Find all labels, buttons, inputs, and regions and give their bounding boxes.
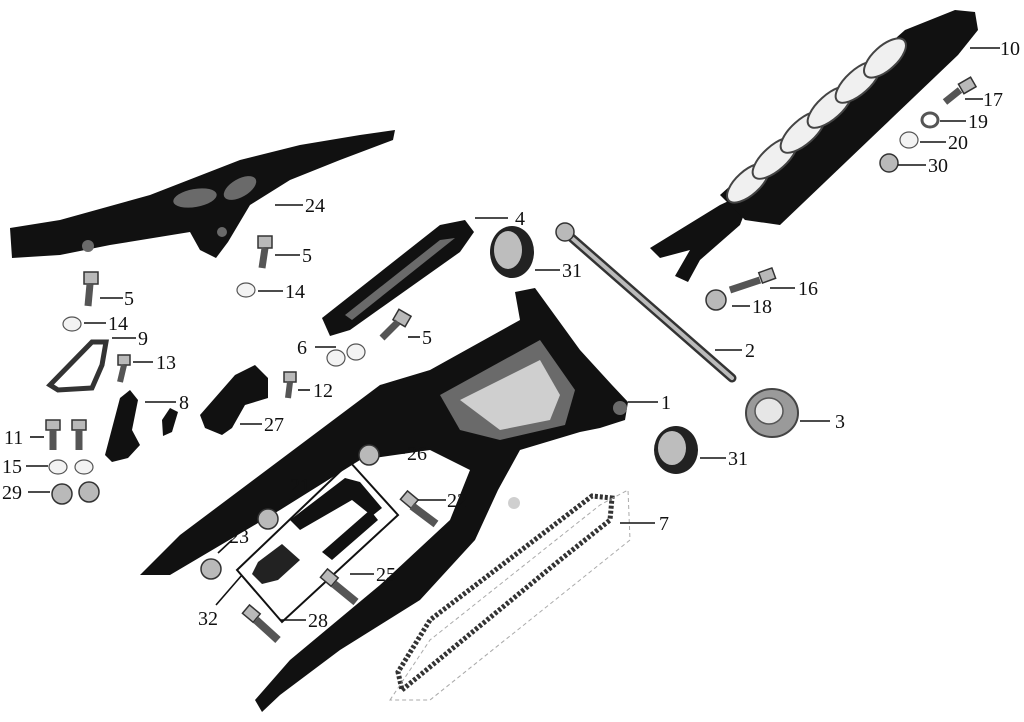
label-11: 11 [4,427,23,449]
chain-slider-part [322,220,474,336]
bearing-part [745,388,799,438]
shock-absorber-part [650,10,978,282]
label-23: 23 [229,526,249,548]
label-4: 4 [515,208,525,230]
label-19: 19 [968,111,988,133]
label-31-lower: 31 [728,448,748,470]
bolt-17 [942,76,978,105]
swing-arm-axle-part [555,222,737,383]
label-1: 1 [661,392,671,414]
bracket-8-part [105,390,178,462]
bushing-lower-part [654,426,698,474]
bolt-11-a [45,419,61,450]
bolt-28 [241,603,281,643]
chain-guard-part [10,130,395,258]
label-9: 9 [138,328,148,350]
label-6: 6 [297,337,307,359]
label-5-mid: 5 [422,327,432,349]
label-18: 18 [752,296,772,318]
bolt-5-top [257,235,273,269]
label-29: 29 [2,482,22,504]
label-32: 32 [198,608,218,630]
label-22: 22 [447,490,467,512]
label-5-top: 5 [302,245,312,267]
label-30: 30 [928,155,948,177]
bolt-13 [117,354,131,383]
drive-chain-part [389,489,631,701]
label-20: 20 [948,132,968,154]
bushing-upper-part [490,226,534,278]
label-16: 16 [798,278,818,300]
bolt-16 [728,266,777,294]
leader-lines [26,47,1000,621]
bolt-parts [45,76,978,643]
label-26: 26 [407,443,427,465]
nut-washer-parts [48,111,940,580]
label-15: 15 [2,456,22,478]
label-24: 24 [305,195,325,217]
bolt-11-b [71,419,87,450]
adjuster-kit-group [235,460,400,624]
label-3: 3 [835,411,845,433]
callout-labels: 1 2 3 4 5 5 5 6 7 8 9 10 11 12 13 14 14 … [2,38,1020,632]
label-27: 27 [264,414,284,436]
bolt-12 [283,371,297,399]
label-28: 28 [308,610,328,632]
label-31-upper: 31 [562,260,582,282]
label-14-left: 14 [108,313,128,335]
bolt-5-mid [379,308,413,341]
bolt-22 [399,489,439,528]
label-21: 21 [290,475,310,497]
label-25: 25 [376,564,396,586]
label-5-left: 5 [124,288,134,310]
bolt-25 [319,567,359,606]
label-12: 12 [313,380,333,402]
label-10: 10 [1000,38,1020,60]
label-7: 7 [659,513,669,535]
label-14-top: 14 [285,281,305,303]
plate-9-part [46,339,109,393]
label-17: 17 [983,89,1003,111]
label-2: 2 [745,340,755,362]
label-8: 8 [179,392,189,414]
swing-arm-part [140,288,628,712]
bolt-5-left [83,271,99,307]
label-13: 13 [156,352,176,374]
bracket-27-part [200,365,268,435]
